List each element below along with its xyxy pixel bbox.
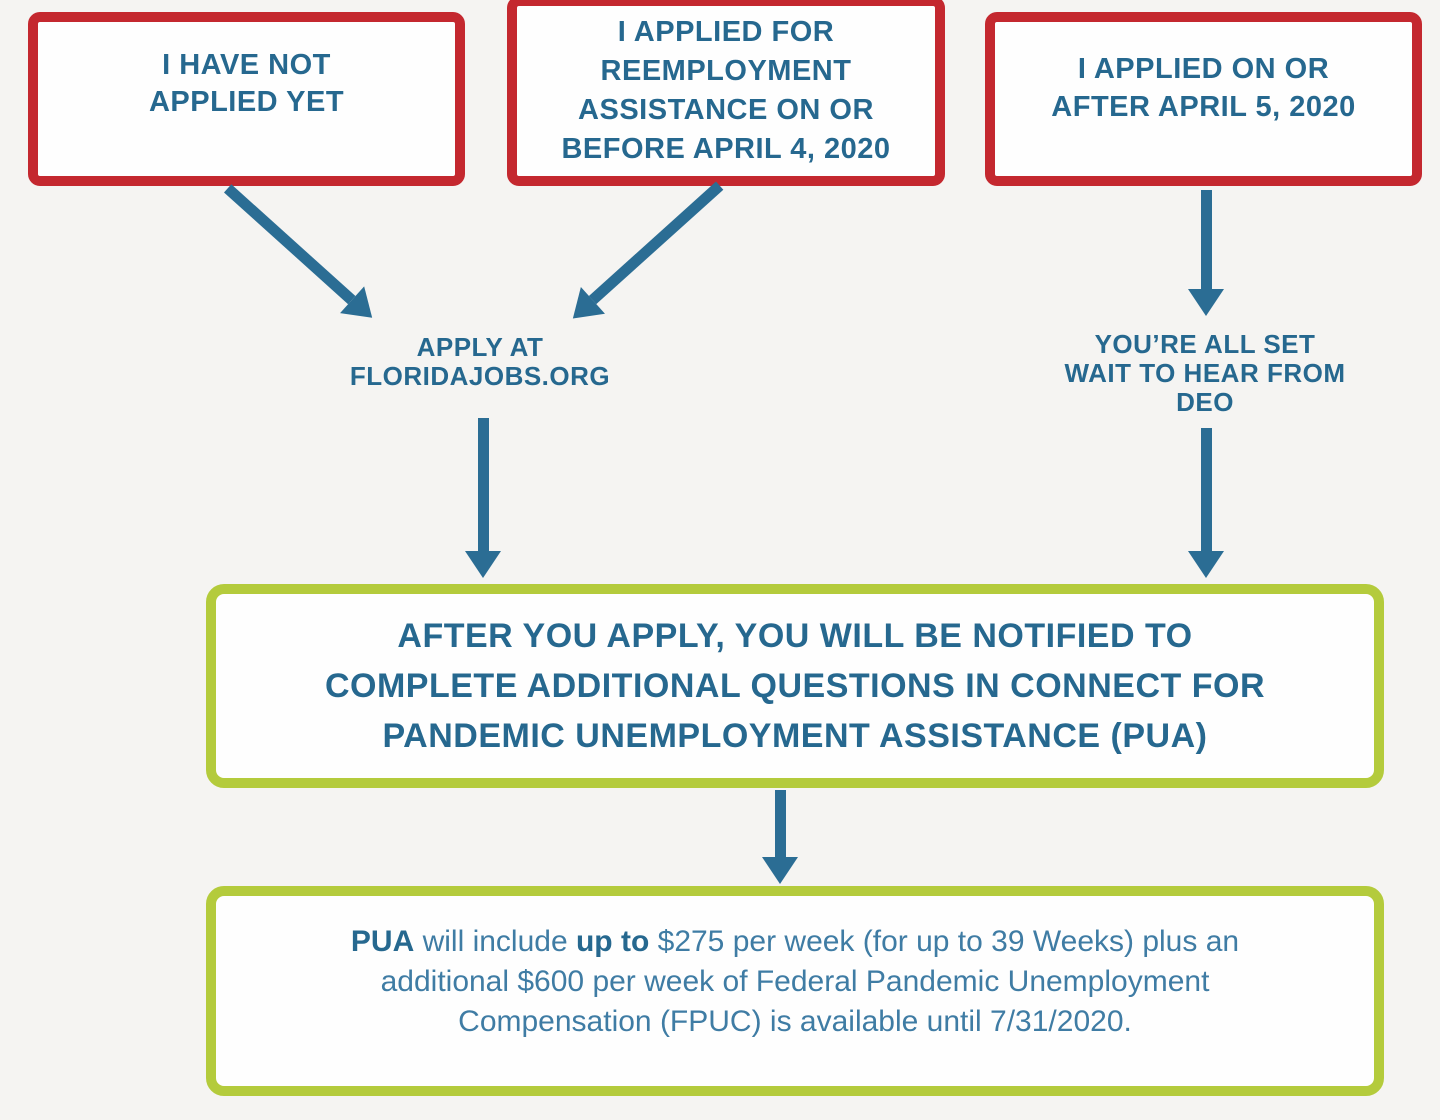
- arrow-head-icon: [465, 551, 501, 578]
- box-not-applied: I HAVE NOT APPLIED YET: [28, 12, 465, 186]
- box-not-applied-line2: APPLIED YET: [148, 86, 345, 118]
- arrow-not-applied-to-apply-icon: [216, 175, 385, 332]
- arrow-shaft: [1200, 428, 1212, 551]
- arrow-apply-to-notify-icon: [465, 418, 501, 578]
- arrow-notify-to-pua-icon: [762, 790, 798, 884]
- box-notify-line3: PANDEMIC UNEMPLOYMENT ASSISTANCE (PUA): [382, 717, 1208, 755]
- arrow-shaft: [589, 181, 724, 305]
- arrow-allset-to-notify-icon: [1188, 428, 1224, 578]
- box-applied-before-line2: REEMPLOYMENT: [600, 55, 852, 87]
- box-applied-before-line1: I APPLIED FOR: [617, 16, 835, 48]
- arrow-shaft: [477, 418, 489, 551]
- box-notify-line1: AFTER YOU APPLY, YOU WILL BE NOTIFIED TO: [397, 617, 1193, 655]
- arrow-shaft: [774, 790, 786, 857]
- label-all-set-wait-deo: YOU’RE ALL SET WAIT TO HEAR FROM DEO: [1020, 330, 1390, 417]
- box-applied-before: I APPLIED FOR REEMPLOYMENT ASSISTANCE ON…: [507, 0, 945, 186]
- arrow-shaft: [1200, 190, 1212, 289]
- box-pua-details: PUA will include up to $275 per week (fo…: [206, 886, 1384, 1096]
- box-applied-after-line1: I APPLIED ON OR: [1077, 53, 1330, 85]
- box-notify-connect-pua: AFTER YOU APPLY, YOU WILL BE NOTIFIED TO…: [206, 584, 1384, 788]
- arrow-applied-after-to-allset-icon: [1188, 190, 1224, 316]
- arrow-head-icon: [762, 857, 798, 884]
- label-allset-line3: DEO: [1176, 387, 1234, 417]
- label-allset-line2: WAIT TO HEAR FROM: [1064, 358, 1346, 388]
- box-pua-line2: additional $600 per week of Federal Pand…: [380, 965, 1210, 998]
- box-applied-before-line4: BEFORE APRIL 4, 2020: [561, 133, 891, 165]
- label-apply-line1: APPLY AT: [416, 332, 544, 362]
- box-pua-line1: PUA will include up to $275 per week (fo…: [350, 925, 1240, 958]
- arrow-shaft: [224, 183, 356, 304]
- box-applied-before-line3: ASSISTANCE ON OR: [578, 94, 874, 126]
- label-allset-line1: YOU’RE ALL SET: [1094, 329, 1316, 359]
- box-pua-line3: Compensation (FPUC) is available until 7…: [458, 1005, 1132, 1038]
- box-applied-after-line2: AFTER APRIL 5, 2020: [1051, 91, 1356, 123]
- box-not-applied-line1: I HAVE NOT: [162, 49, 331, 81]
- arrow-head-icon: [1188, 551, 1224, 578]
- arrow-applied-before-to-apply-icon: [560, 173, 732, 332]
- box-notify-line2: COMPLETE ADDITIONAL QUESTIONS IN CONNECT…: [324, 667, 1266, 705]
- label-apply-at-floridajobs: APPLY AT FLORIDAJOBS.ORG: [280, 333, 680, 391]
- arrow-head-icon: [1188, 289, 1224, 316]
- label-apply-line2: FLORIDAJOBS.ORG: [349, 361, 611, 391]
- box-applied-after: I APPLIED ON OR AFTER APRIL 5, 2020: [985, 12, 1422, 186]
